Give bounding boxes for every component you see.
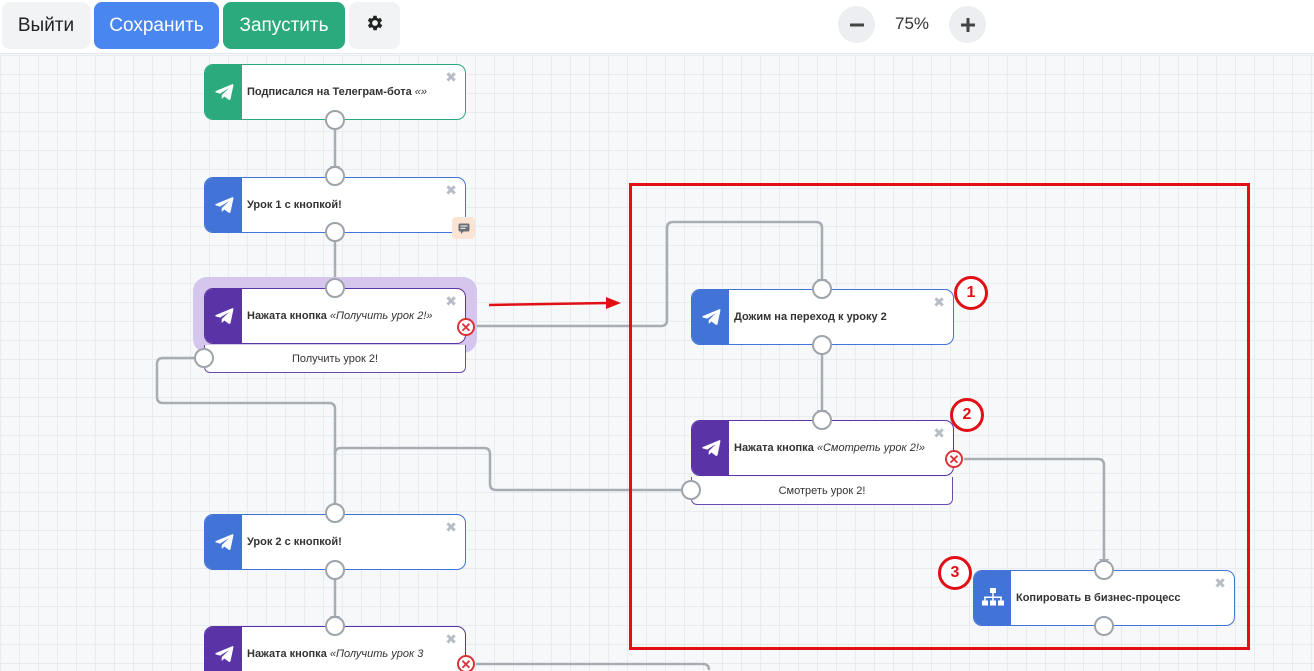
sitemap-icon [974,571,1011,625]
toolbar: Выйти Сохранить Запустить 75% [0,0,1314,54]
node-label: Подписался на Телеграм-бота «» [247,86,428,98]
button-branch-label: Получить урок 2! [204,345,466,373]
telegram-icon [205,627,242,671]
node-label: Урок 1 с кнопкой! [247,199,342,211]
comment-icon[interactable] [452,217,475,239]
input-port[interactable] [325,503,345,523]
input-port[interactable] [325,166,345,186]
minus-icon [849,23,864,26]
annotation-number-3: 3 [938,556,972,590]
node-label: Нажата кнопка «Получить урок 3 [247,648,424,660]
node-label: Урок 2 с кнопкой! [247,536,342,548]
button-output-port[interactable] [194,348,214,368]
settings-button[interactable] [349,2,400,49]
close-icon[interactable]: ✖ [445,182,457,198]
telegram-icon [692,421,729,475]
zoom-out-button[interactable] [838,6,875,43]
node-label: Дожим на переход к уроку 2 [734,311,887,323]
node-label: Нажата кнопка «Получить урок 2!» [247,310,433,322]
input-port[interactable] [812,279,832,299]
input-port[interactable] [325,616,345,636]
zoom-level: 75% [894,14,930,33]
button-branch-label: Смотреть урок 2! [691,477,953,505]
close-icon[interactable]: ✖ [445,293,457,309]
telegram-icon [692,290,729,344]
node-button-get-lesson-2[interactable]: Нажата кнопка «Получить урок 2!» ✖ [204,288,466,344]
close-icon[interactable]: ✖ [445,631,457,647]
run-button[interactable]: Запустить [223,2,345,49]
output-port[interactable] [325,560,345,580]
telegram-icon [205,65,242,119]
telegram-icon [205,515,242,569]
input-port[interactable] [325,278,345,298]
timeout-icon: ✕ [460,656,472,671]
button-output-port[interactable] [681,480,701,500]
exit-button[interactable]: Выйти [2,2,90,49]
input-port[interactable] [1094,560,1114,580]
plus-icon [960,17,975,32]
output-port[interactable] [325,222,345,242]
node-label: Нажата кнопка «Смотреть урок 2!» [734,442,926,454]
telegram-icon [205,289,242,343]
close-icon[interactable]: ✖ [1214,575,1226,591]
timeout-port[interactable]: ✕ [945,450,963,468]
annotation-number-1: 1 [954,276,988,310]
annotation-frame [629,183,1250,650]
input-port[interactable] [812,410,832,430]
timeout-port[interactable]: ✕ [457,318,475,336]
telegram-icon [205,178,242,232]
close-icon[interactable]: ✖ [933,294,945,310]
timeout-icon: ✕ [948,451,960,467]
output-port[interactable] [325,110,345,130]
close-icon[interactable]: ✖ [445,69,457,85]
output-port[interactable] [812,335,832,355]
trigger-node-subscribed[interactable]: Подписался на Телеграм-бота «» ✖ [204,64,466,120]
close-icon[interactable]: ✖ [445,519,457,535]
output-port[interactable] [1094,616,1114,636]
timeout-port[interactable]: ✕ [457,655,475,671]
node-label: Копировать в бизнес-процесс [1016,592,1181,604]
timeout-icon: ✕ [460,319,472,335]
zoom-in-button[interactable] [949,6,986,43]
save-button[interactable]: Сохранить [94,2,219,49]
annotation-number-2: 2 [950,398,984,432]
close-icon[interactable]: ✖ [933,425,945,441]
gear-icon [365,13,385,39]
